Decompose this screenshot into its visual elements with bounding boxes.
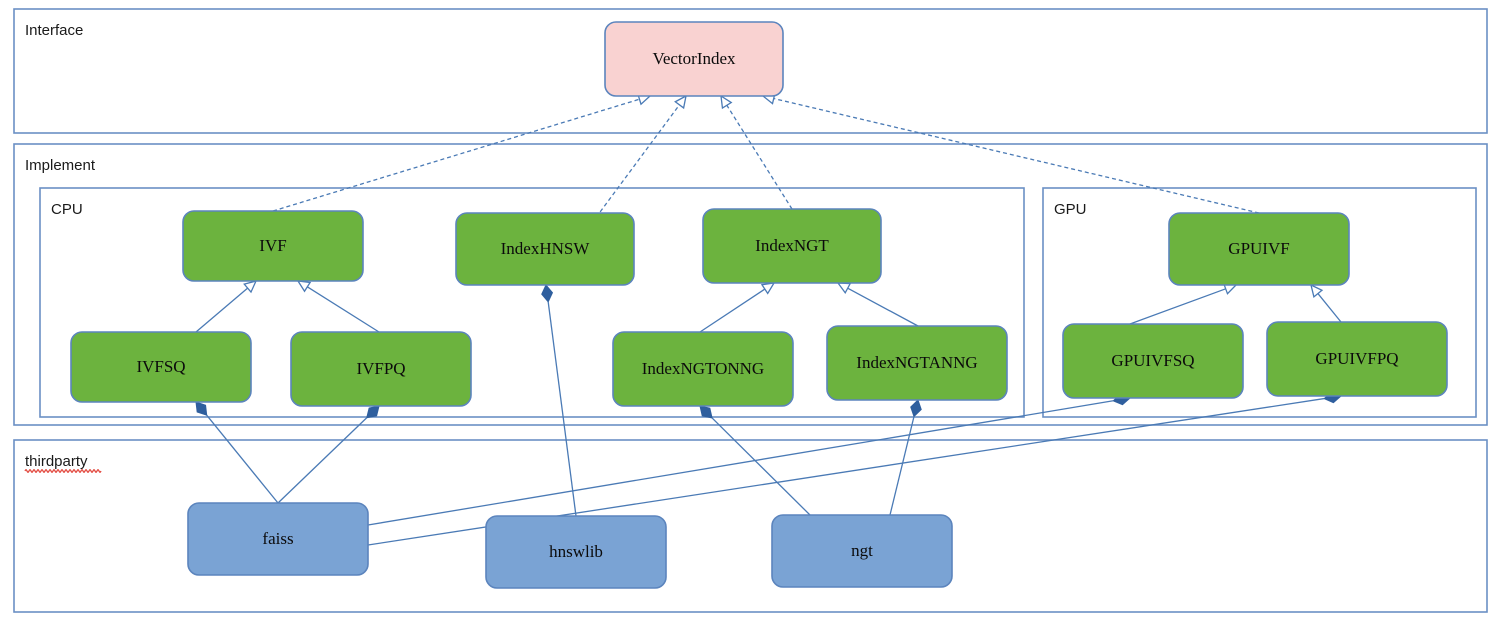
- node-indexngt[interactable]: IndexNGT: [702, 208, 882, 284]
- edge-indexngt-to-vectorindex: [720, 94, 793, 210]
- container-label-gpu: GPU: [1054, 201, 1087, 218]
- container-label-cpu: CPU: [51, 201, 83, 218]
- node-box-ngt[interactable]: [771, 514, 953, 588]
- composition-diamond-icon: [699, 405, 713, 419]
- edge-line: [367, 400, 1114, 526]
- edge-faiss-to-ivfsq: [195, 401, 279, 504]
- edge-line: [1317, 293, 1342, 323]
- container-label-interface: Interface: [25, 22, 83, 39]
- node-box-ivf[interactable]: [182, 210, 364, 282]
- node-faiss[interactable]: faiss: [187, 502, 369, 576]
- node-box-faiss[interactable]: [187, 502, 369, 576]
- node-label-indexngtanng: IndexNGTANNG: [856, 353, 977, 372]
- edge-indexngtonng-to-indexngt: [699, 282, 776, 333]
- edge-line: [277, 417, 368, 504]
- edge-line: [699, 288, 766, 333]
- edge-line: [889, 416, 915, 516]
- node-ngt[interactable]: ngt: [771, 514, 953, 588]
- edge-ngt-to-indexngtanng: [889, 399, 922, 516]
- node-label-faiss: faiss: [262, 529, 293, 548]
- edge-line: [272, 98, 640, 212]
- node-label-indexngt: IndexNGT: [755, 236, 829, 255]
- container-label-thirdparty: thirdparty: [25, 453, 88, 470]
- node-indexngtonng[interactable]: IndexNGTONNG: [612, 331, 794, 407]
- node-box-indexngtonng[interactable]: [612, 331, 794, 407]
- spellcheck-underline-icon: [24, 469, 102, 473]
- edge-line: [1129, 288, 1226, 325]
- node-label-vectorindex: VectorIndex: [652, 49, 736, 68]
- edge-faiss-to-ivfpq: [277, 405, 380, 504]
- node-ivfpq[interactable]: IVFPQ: [290, 331, 472, 407]
- inheritance-arrow-icon: [1310, 283, 1324, 298]
- node-gpuivf[interactable]: GPUIVF: [1168, 212, 1350, 286]
- node-box-indexhnsw[interactable]: [455, 212, 635, 286]
- container-label-implement: Implement: [25, 157, 96, 174]
- edge-group: [195, 92, 1342, 546]
- node-ivf[interactable]: IVF: [182, 210, 364, 282]
- node-hnswlib[interactable]: hnswlib: [485, 515, 667, 589]
- node-indexngtanng[interactable]: IndexNGTANNG: [826, 325, 1008, 401]
- node-label-hnswlib: hnswlib: [549, 542, 603, 561]
- node-box-ivfpq[interactable]: [290, 331, 472, 407]
- node-box-hnswlib[interactable]: [485, 515, 667, 589]
- node-label-indexhnsw: IndexHNSW: [501, 239, 591, 258]
- node-box-gpuivf[interactable]: [1168, 212, 1350, 286]
- node-vectorindex[interactable]: VectorIndex: [604, 21, 784, 97]
- node-label-indexngtonng: IndexNGTONNG: [642, 359, 764, 378]
- node-box-indexngtanng[interactable]: [826, 325, 1008, 401]
- node-gpuivfsq[interactable]: GPUIVFSQ: [1062, 323, 1244, 399]
- node-label-gpuivfsq: GPUIVFSQ: [1111, 351, 1194, 370]
- edge-line: [773, 97, 1260, 214]
- node-label-ivfpq: IVFPQ: [356, 359, 405, 378]
- node-label-gpuivf: GPUIVF: [1228, 239, 1289, 258]
- node-ivfsq[interactable]: IVFSQ: [70, 331, 252, 403]
- node-box-ivfsq[interactable]: [70, 331, 252, 403]
- edge-line: [847, 287, 919, 327]
- node-label-gpuivfpq: GPUIVFPQ: [1315, 349, 1398, 368]
- edge-line: [195, 287, 249, 333]
- edge-line: [306, 286, 380, 333]
- node-box-vectorindex[interactable]: [604, 21, 784, 97]
- edge-line: [711, 417, 811, 516]
- node-gpuivfpq[interactable]: GPUIVFPQ: [1266, 321, 1448, 397]
- node-box-indexngt[interactable]: [702, 208, 882, 284]
- node-label-ivfsq: IVFSQ: [136, 357, 185, 376]
- edge-hnswlib-to-indexhnsw: [541, 284, 577, 517]
- node-indexhnsw[interactable]: IndexHNSW: [455, 212, 635, 286]
- edge-ngt-to-indexngtonng: [699, 405, 811, 516]
- edge-gpuivfpq-to-gpuivf: [1310, 283, 1342, 323]
- edge-ivfsq-to-ivf: [195, 280, 258, 333]
- node-box-gpuivfpq[interactable]: [1266, 321, 1448, 397]
- node-label-ivf: IVF: [259, 236, 286, 255]
- node-label-ngt: ngt: [851, 541, 873, 560]
- node-box-gpuivfsq[interactable]: [1062, 323, 1244, 399]
- edge-line: [206, 414, 279, 504]
- edge-line: [547, 301, 577, 517]
